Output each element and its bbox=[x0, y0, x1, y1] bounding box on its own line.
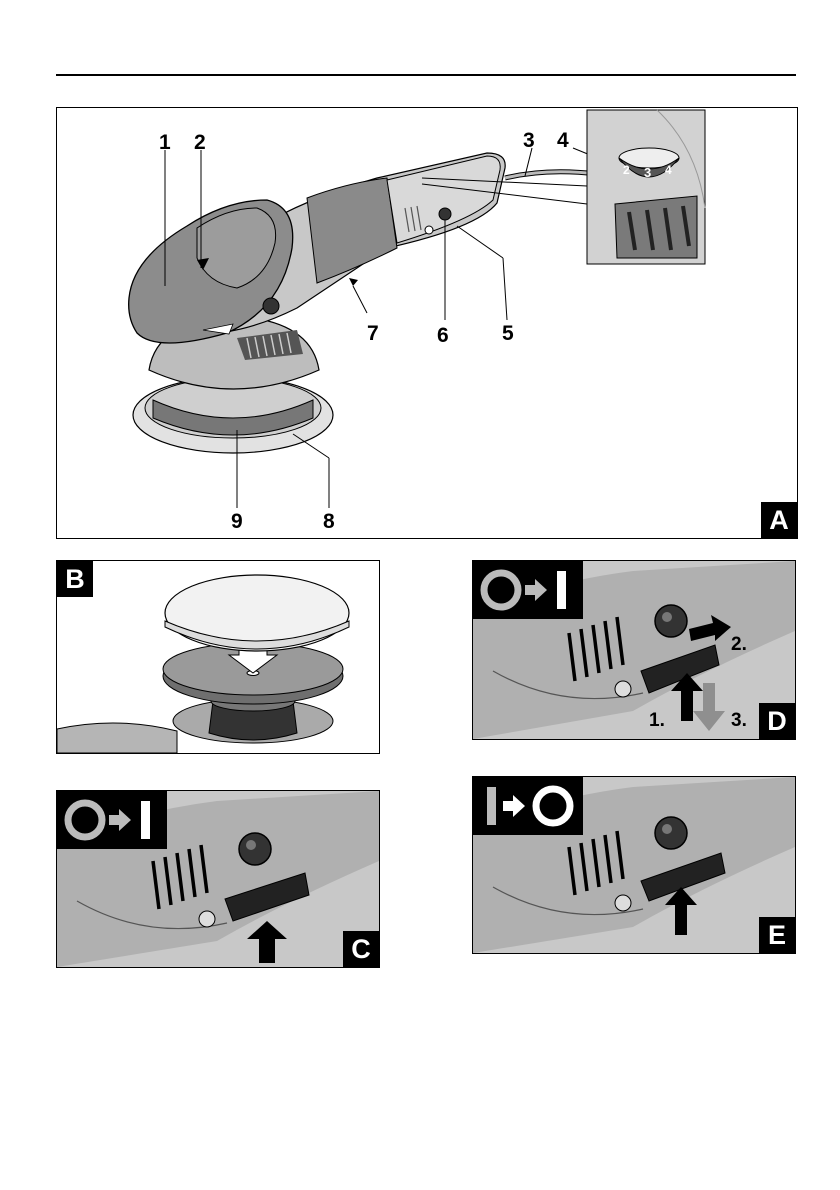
callout-6: 6 bbox=[437, 325, 449, 346]
dial-number-2: 2 bbox=[623, 164, 630, 176]
step-label-2: 2. bbox=[731, 635, 747, 654]
figure-a-panel: 1 2 3 4 5 6 7 8 9 2 3 4 A bbox=[56, 107, 798, 539]
panel-letter-b: B bbox=[57, 561, 93, 597]
callout-7: 7 bbox=[367, 323, 379, 344]
header-rule bbox=[56, 74, 796, 76]
figure-e-panel: E bbox=[472, 776, 796, 954]
dial-number-4: 4 bbox=[665, 164, 672, 176]
off-to-on-badge bbox=[57, 791, 167, 849]
figure-d-panel: 1. 2. 3. D bbox=[472, 560, 796, 740]
callout-1: 1 bbox=[159, 132, 171, 153]
off-to-on-badge bbox=[473, 561, 583, 619]
callout-5: 5 bbox=[502, 323, 514, 344]
step-label-1: 1. bbox=[649, 711, 665, 730]
panel-letter-d: D bbox=[759, 703, 795, 739]
step-label-3: 3. bbox=[731, 711, 747, 730]
callout-8: 8 bbox=[323, 511, 335, 532]
on-to-off-badge bbox=[473, 777, 583, 835]
callout-2: 2 bbox=[194, 132, 206, 153]
callout-4: 4 bbox=[557, 130, 569, 151]
panel-letter-c: C bbox=[343, 931, 379, 967]
polisher-illustration bbox=[57, 108, 797, 538]
panel-letter-a: A bbox=[761, 502, 797, 538]
dial-number-3: 3 bbox=[644, 166, 651, 179]
callout-9: 9 bbox=[231, 511, 243, 532]
pad-mounting-illustration bbox=[57, 561, 379, 753]
figure-b-panel: B bbox=[56, 560, 380, 754]
panel-letter-e: E bbox=[759, 917, 795, 953]
figure-c-panel: C bbox=[56, 790, 380, 968]
callout-3: 3 bbox=[523, 130, 535, 151]
